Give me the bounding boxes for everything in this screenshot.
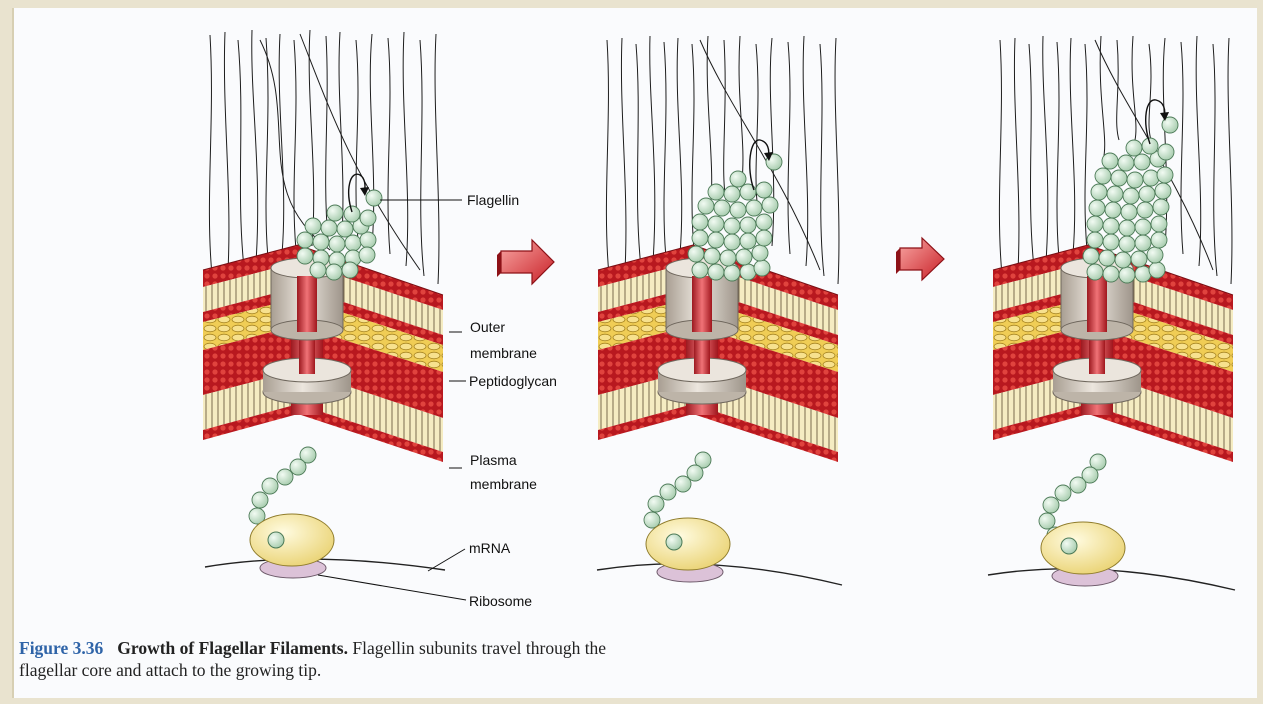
panel-2	[597, 36, 842, 585]
label-outer-membrane-1: Outer	[470, 319, 505, 335]
panel-3	[988, 36, 1235, 590]
figure-caption: Figure 3.36 Growth of Flagellar Filaments…	[19, 637, 659, 681]
ribosome-large-subunit-1	[250, 514, 334, 566]
filament-hairs-2	[606, 36, 839, 284]
flagellin-cluster-3	[1083, 117, 1178, 283]
step-arrow-2	[896, 238, 944, 280]
panel-1	[203, 30, 445, 578]
label-peptidoglycan: Peptidoglycan	[469, 373, 557, 389]
label-ribosome: Ribosome	[469, 593, 532, 609]
label-outer-membrane-2: membrane	[470, 345, 537, 361]
label-plasma-membrane-2: membrane	[470, 476, 537, 492]
step-arrow-1	[497, 240, 554, 284]
flagellin-cluster-2	[688, 154, 782, 281]
label-plasma-membrane-1: Plasma	[470, 452, 517, 468]
label-mrna: mRNA	[469, 540, 511, 556]
label-flagellin: Flagellin	[467, 192, 519, 208]
caption-figure-number: Figure 3.36	[19, 638, 103, 658]
caption-title: Growth of Flagellar Filaments.	[117, 638, 348, 658]
